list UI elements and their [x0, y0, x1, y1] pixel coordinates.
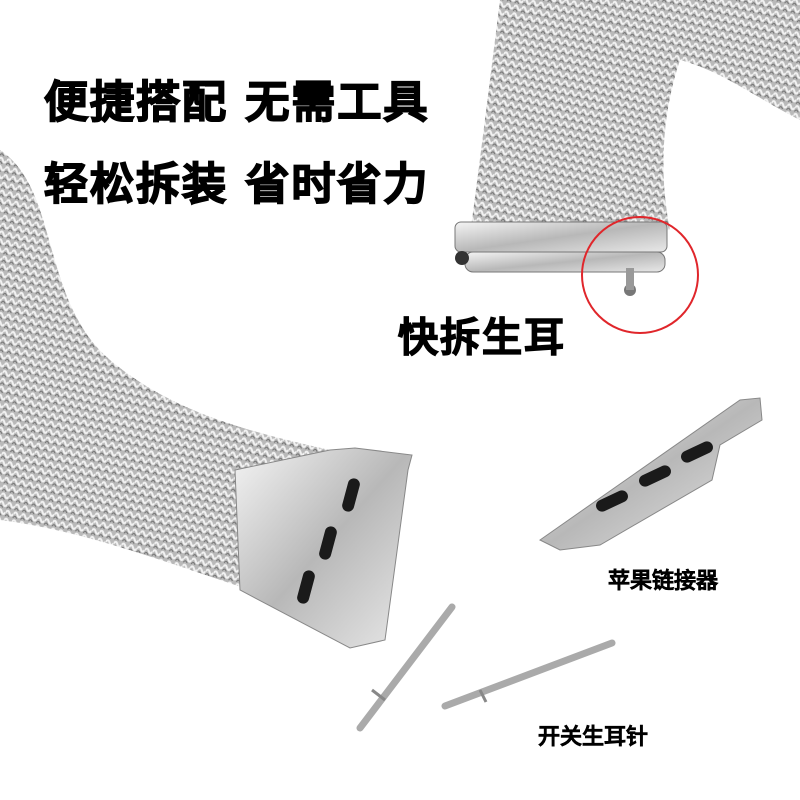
quick-release-label: 快拆生耳 — [397, 314, 566, 361]
spring-bar-label: 开关生耳针 — [538, 725, 649, 750]
spring-bar-pins — [356, 603, 616, 732]
watch-connector-left — [234, 447, 413, 649]
mesh-band-top — [470, 0, 800, 235]
highlight-circle — [581, 216, 699, 334]
headline-line-2: 轻松拆装 省时省力 — [43, 158, 430, 211]
quick-release-clasp — [454, 221, 668, 296]
apple-connector-label: 苹果链接器 — [608, 569, 719, 594]
headline-line-1: 便捷搭配 无需工具 — [43, 76, 430, 129]
apple-connector — [539, 397, 763, 551]
